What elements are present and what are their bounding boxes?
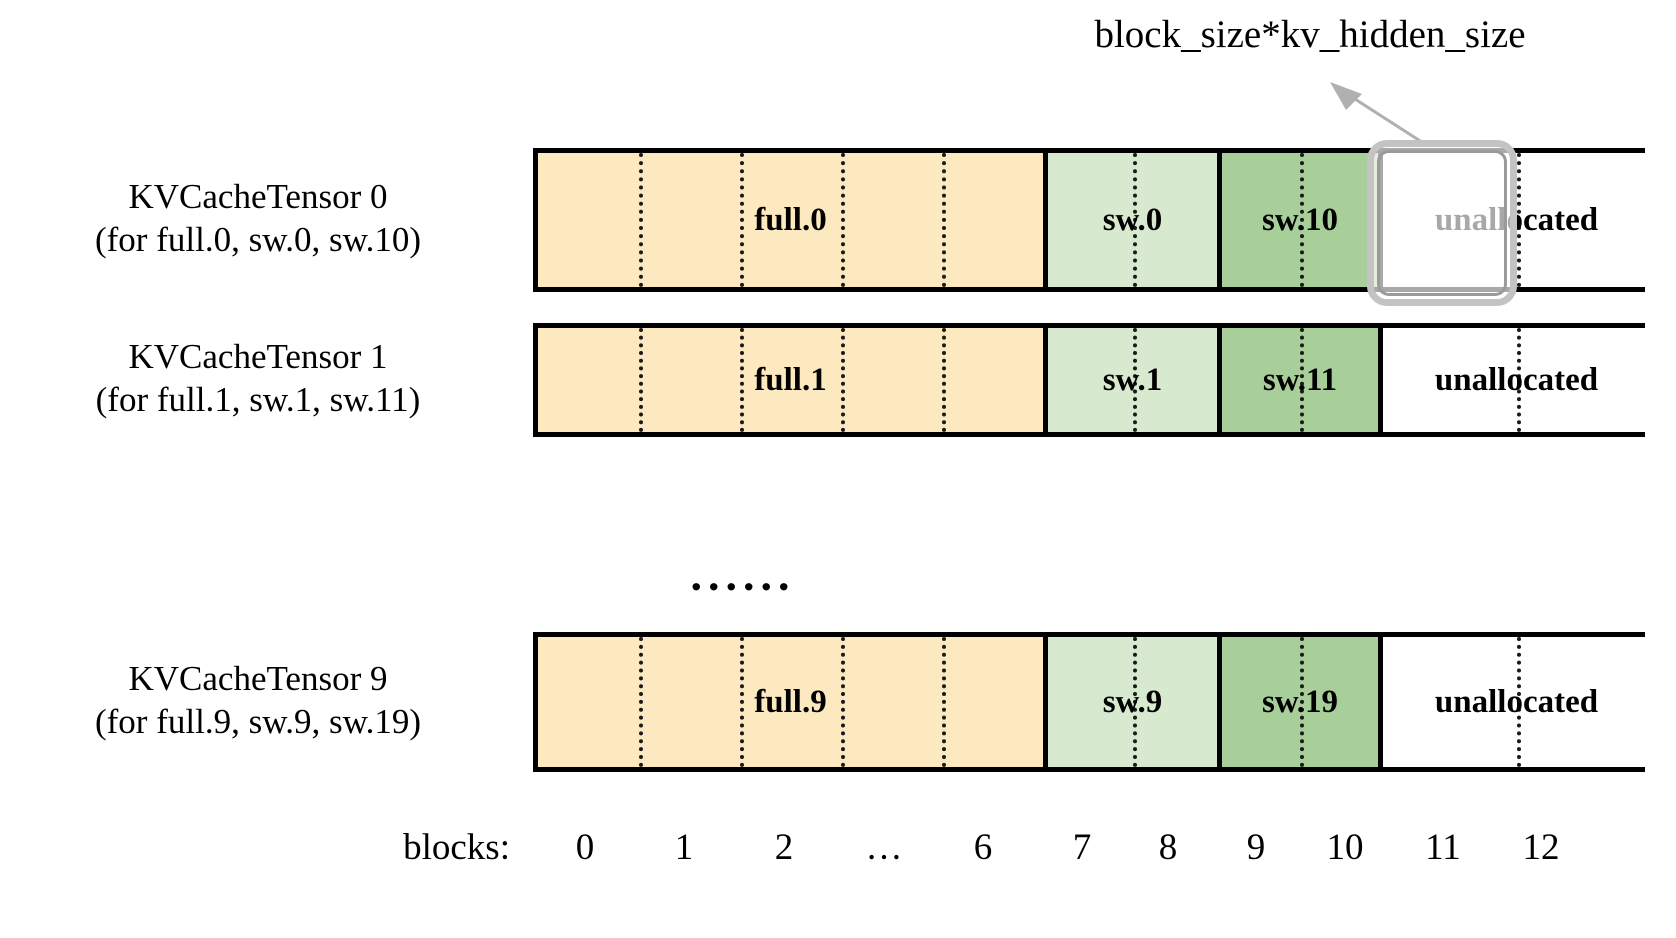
segment-label: full.1 (754, 361, 827, 398)
sw-dark-segment[interactable]: sw.10 (1217, 153, 1378, 287)
blocks-axis-tick: 9 (1246, 827, 1266, 868)
tensor-row-label-line1: KVCacheTensor 1 (128, 337, 388, 376)
sw-light-segment[interactable]: sw.0 (1043, 153, 1217, 287)
block-divider (1300, 328, 1304, 432)
tensor-row-label-line1: KVCacheTensor 9 (128, 659, 388, 698)
block-highlight-box (1367, 140, 1517, 306)
tensor-row-label: KVCacheTensor 1 (for full.1, sw.1, sw.11… (0, 336, 516, 421)
blocks-axis-tick: … (865, 827, 903, 868)
block-divider (1132, 328, 1137, 432)
block-divider (1516, 637, 1521, 767)
segment-label: unallocated (1434, 683, 1599, 720)
block-divider (1516, 328, 1521, 432)
full-segment[interactable]: full.1 (538, 328, 1043, 432)
blocks-axis-tick: 6 (973, 827, 993, 868)
segment-label: sw.11 (1262, 361, 1338, 398)
block-divider (1516, 153, 1521, 287)
block-divider (942, 328, 946, 432)
segment-label: full.0 (754, 201, 827, 238)
block-divider (841, 153, 845, 287)
blocks-axis-tick: 10 (1326, 827, 1364, 868)
tensor-row-label: KVCacheTensor 9 (for full.9, sw.9, sw.19… (0, 658, 516, 743)
sw-light-segment[interactable]: sw.1 (1043, 328, 1217, 432)
arrow-up-left-icon (1330, 82, 1429, 148)
tensor-row-label-line2: (for full.1, sw.1, sw.11) (95, 379, 421, 419)
block-divider (639, 637, 643, 767)
block-divider (740, 153, 744, 287)
tensor-row-label-line2: (for full.9, sw.9, sw.19) (95, 701, 421, 741)
segment-label: sw.10 (1261, 201, 1339, 238)
block-divider (740, 328, 744, 432)
segment-label: sw.19 (1261, 683, 1339, 720)
block-divider (841, 637, 845, 767)
block-divider (1132, 153, 1137, 287)
block-divider (639, 153, 643, 287)
sw-dark-segment[interactable]: sw.19 (1217, 637, 1378, 767)
sw-light-segment[interactable]: sw.9 (1043, 637, 1217, 767)
blocks-axis-tick: 2 (774, 827, 794, 868)
callout-label: block_size*kv_hidden_size (1094, 13, 1526, 56)
block-divider (1132, 637, 1137, 767)
block-divider (740, 637, 744, 767)
blocks-axis-tick: 11 (1425, 827, 1461, 868)
block-divider (942, 153, 946, 287)
tensor-row-label-line1: KVCacheTensor 0 (128, 177, 388, 216)
blocks-axis-tick: 7 (1072, 827, 1092, 868)
blocks-axis-tick: 8 (1158, 827, 1178, 868)
full-segment[interactable]: full.9 (538, 637, 1043, 767)
block-divider (1300, 153, 1304, 287)
segment-label: sw.0 (1102, 201, 1163, 238)
blocks-axis-tick: 12 (1522, 827, 1560, 868)
unallocated-segment[interactable]: unallocated (1378, 637, 1650, 767)
unallocated-segment[interactable]: unallocated (1378, 328, 1650, 432)
block-divider (942, 637, 946, 767)
full-segment[interactable]: full.0 (538, 153, 1043, 287)
segment-label: sw.9 (1102, 683, 1163, 720)
tensor-row-label: KVCacheTensor 0 (for full.0, sw.0, sw.10… (0, 176, 516, 261)
rows-ellipsis: ...... (690, 549, 796, 600)
kvcache-tensor-bar: full.1 sw.1 sw.11 unallocated (533, 323, 1650, 437)
blocks-axis-tick: 0 (575, 827, 595, 868)
sw-dark-segment[interactable]: sw.11 (1217, 328, 1378, 432)
segment-label: full.9 (754, 683, 827, 720)
block-divider (841, 328, 845, 432)
block-divider (1300, 637, 1304, 767)
blocks-axis-tick: 1 (674, 827, 694, 868)
tensor-row-label-line2: (for full.0, sw.0, sw.10) (95, 219, 421, 259)
segment-label: unallocated (1434, 361, 1599, 398)
kvcache-tensor-bar: full.9 sw.9 sw.19 unallocated (533, 632, 1650, 772)
segment-label: sw.1 (1102, 361, 1163, 398)
blocks-axis-title: blocks: (403, 827, 510, 868)
block-divider (639, 328, 643, 432)
